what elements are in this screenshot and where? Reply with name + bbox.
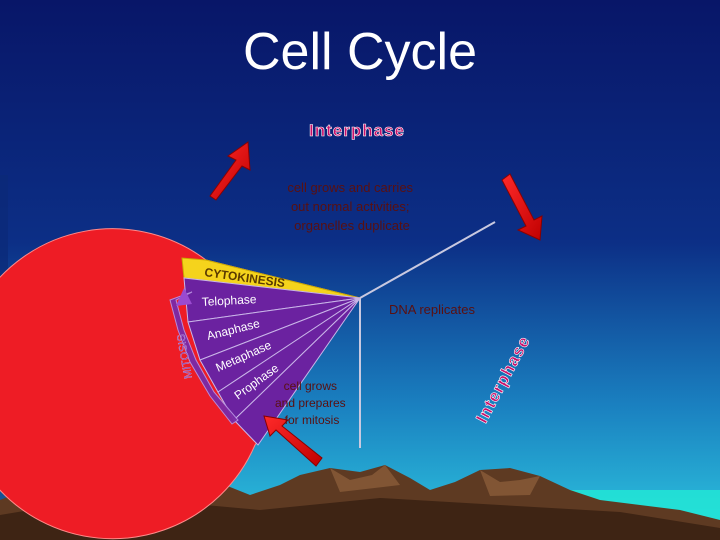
clockwise-arrow-icon <box>501 173 543 241</box>
interphase-top-label: Interphase <box>309 121 405 140</box>
interphase-side-label: Interphase <box>472 333 534 427</box>
g1-description: cell grows and carries out normal activi… <box>287 180 416 233</box>
mitosis-arrowhead <box>176 288 192 306</box>
clockwise-arrow-icon <box>209 141 251 201</box>
s-phase-description: DNA replicates <box>389 302 475 317</box>
clockwise-arrow-icon <box>263 415 323 467</box>
g2-description: cell grows and prepares for mitosis <box>275 379 349 427</box>
telophase-label: Telophase <box>201 292 257 309</box>
prophase-tail-sector <box>233 297 361 446</box>
g1-s-divider <box>359 221 496 299</box>
slide-title: Cell Cycle <box>242 23 478 81</box>
